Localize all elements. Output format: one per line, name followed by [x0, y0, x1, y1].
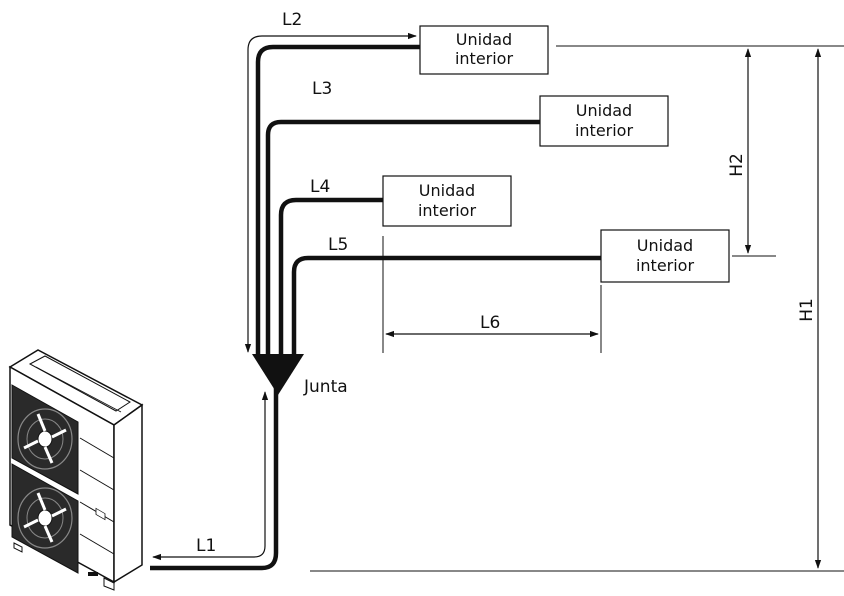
dimension-l2-arrow	[244, 32, 417, 353]
label-h2: H2	[727, 153, 747, 177]
indoor-unit-2-line2: interior	[575, 121, 634, 140]
label-l3: L3	[312, 79, 332, 99]
indoor-unit-4-line2: interior	[636, 256, 695, 275]
branch-pipe-l5	[291, 255, 602, 356]
label-l4: L4	[310, 177, 330, 197]
label-l1: L1	[196, 536, 216, 556]
indoor-unit-box-1	[419, 25, 549, 75]
indoor-unit-4-line1: Unidad	[637, 236, 693, 255]
indoor-unit-1-line2: interior	[455, 49, 514, 68]
outdoor-unit-icon	[8, 349, 144, 591]
label-l5: L5	[328, 235, 348, 255]
indoor-unit-3-line1: Unidad	[419, 181, 475, 200]
indoor-unit-box-2	[539, 95, 669, 147]
label-l6: L6	[480, 313, 500, 333]
dimension-l1-arrow	[152, 391, 269, 561]
indoor-unit-3-line2: interior	[418, 201, 477, 220]
indoor-unit-2-line1: Unidad	[576, 101, 632, 120]
label-h1: H1	[797, 298, 817, 322]
branch-pipe-l4	[278, 197, 383, 356]
label-joint: Junta	[303, 377, 348, 397]
indoor-unit-box-4	[600, 229, 730, 283]
indoor-unit-1-line1: Unidad	[456, 30, 512, 49]
main-pipe	[150, 380, 279, 571]
label-l2: L2	[282, 10, 302, 30]
joint-icon	[252, 354, 304, 395]
